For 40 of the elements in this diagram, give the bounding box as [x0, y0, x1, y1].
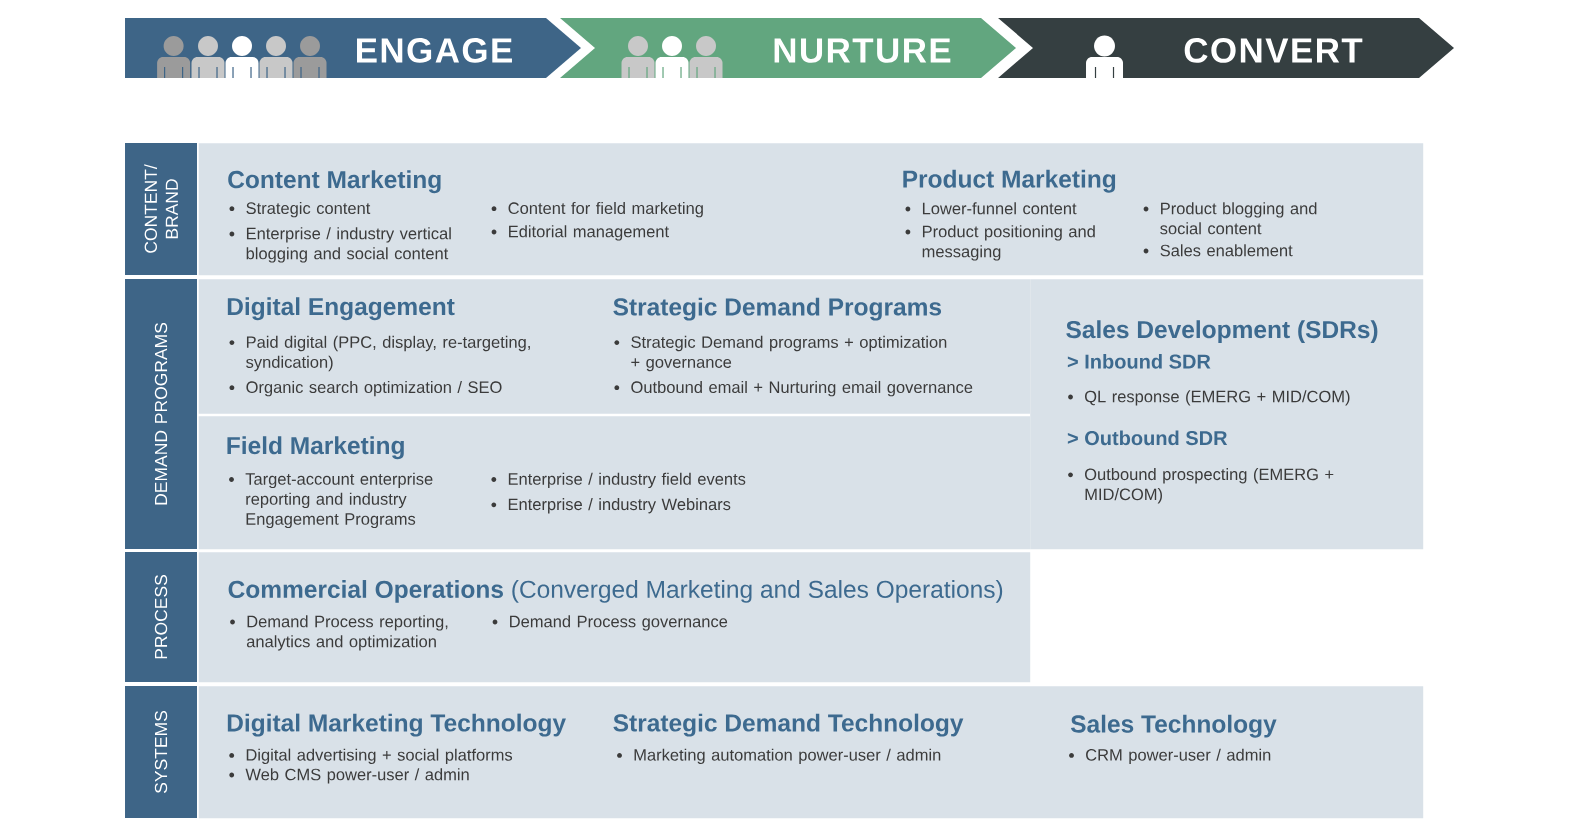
- heading: Sales Technology: [1070, 714, 1277, 738]
- list-item: Content for field marketing: [508, 201, 703, 218]
- list-item: Enterprise / industry Webinars: [508, 498, 731, 514]
- heading: Digital Engagement: [227, 297, 455, 321]
- subheading: > Inbound SDR: [1067, 354, 1211, 369]
- list-item: Lower-funnel content: [922, 202, 1077, 215]
- row-header: SYSTEMS: [125, 686, 197, 818]
- row-header: DEMAND PROGRAMS: [125, 279, 197, 549]
- heading: Strategic Demand Programs: [613, 297, 942, 321]
- heading: Digital Marketing Technology: [227, 713, 566, 737]
- list-item: Demand Process reporting, analytics and optimization: [246, 615, 448, 651]
- heading: Content Marketing: [228, 170, 441, 194]
- list-item: Editorial management: [509, 225, 669, 241]
- list-item: Digital advertising + social platforms: [246, 748, 513, 764]
- list-item: Web CMS power-user / admin: [245, 768, 469, 784]
- list-item: Enterprise / industry field events: [508, 472, 746, 489]
- list-item: Marketing automation power-user / admin: [634, 748, 941, 764]
- heading: Strategic Demand Technology: [613, 713, 964, 737]
- list-item: CRM power-user / admin: [1086, 748, 1271, 764]
- heading: Product Marketing: [903, 169, 1116, 193]
- chevron-banner: CONVERT: [998, 18, 1454, 78]
- subheading: > Outbound SDR: [1067, 430, 1228, 446]
- row-header: CONTENT/ BRAND: [125, 143, 197, 275]
- list-item: Outbound email + Nurturing email governance: [631, 380, 973, 397]
- heading: Field Marketing: [227, 436, 404, 460]
- list-item: Outbound prospecting (EMERG + MID/COM): [1085, 468, 1334, 504]
- list-item: Strategic content: [246, 201, 371, 218]
- list-item: Product blogging and social content: [1160, 202, 1317, 235]
- list-item: Product positioning and messaging: [922, 225, 1095, 261]
- list-item: Target-account enterprise reporting and industry Engagement Programs: [245, 472, 433, 529]
- list-item: Strategic Demand programs + optimization + governance: [631, 335, 947, 372]
- heading: Commercial Operations (Converged Marketing and Sales Operations): [228, 580, 1003, 603]
- list-item: Enterprise / industry vertical blogging and social content: [246, 227, 451, 263]
- heading: Sales Development (SDRs): [1066, 320, 1378, 344]
- row-header: PROCESS: [125, 552, 197, 682]
- list-item: Demand Process governance: [510, 615, 728, 631]
- list-item: Sales enablement: [1160, 244, 1293, 257]
- list-item: QL response (EMERG + MID/COM): [1085, 390, 1350, 406]
- list-item: Organic search optimization / SEO: [246, 380, 502, 397]
- list-item: Paid digital (PPC, display, re-targeting, syndication): [246, 335, 530, 372]
